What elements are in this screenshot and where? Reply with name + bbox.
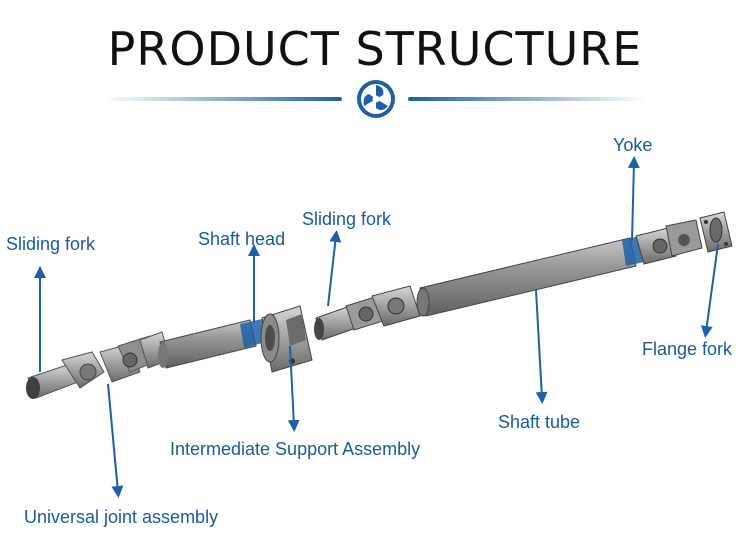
rear-yoke-joint-part (635, 219, 703, 265)
label-sliding-fork-mid: Sliding fork (302, 209, 392, 229)
left-sliding-fork-part (26, 351, 105, 399)
label-intermediate-support: Intermediate Support Assembly (170, 439, 421, 459)
arrow-yoke (627, 156, 640, 241)
label-yoke: Yoke (613, 135, 653, 155)
arrow-intermediate-support (287, 345, 300, 432)
arrow-flange-fork (700, 243, 719, 338)
front-shaft-tube-part (158, 319, 266, 369)
arrow-shaft-tube (535, 289, 548, 404)
middle-sliding-fork-part (314, 285, 421, 341)
callout-arrows (34, 156, 719, 498)
label-flange-fork: Flange fork (642, 339, 733, 359)
label-sliding-fork-left: Sliding fork (6, 234, 96, 254)
title-rule-right (408, 97, 648, 101)
main-shaft-tube-part (416, 236, 644, 317)
page-title: PRODUCT STRUCTURE (107, 22, 643, 76)
arrow-universal-joint (107, 383, 124, 498)
intermediate-support-part (260, 305, 313, 373)
label-shaft-head: Shaft head (198, 229, 286, 249)
label-shaft-tube: Shaft tube (498, 412, 581, 432)
title-rule-left (102, 97, 342, 101)
arrow-sliding-fork-mid (327, 230, 342, 307)
tri-blade-swirl-icon (357, 80, 395, 118)
flange-fork-part (699, 211, 733, 253)
label-universal-joint: Universal joint assembly (24, 507, 219, 527)
